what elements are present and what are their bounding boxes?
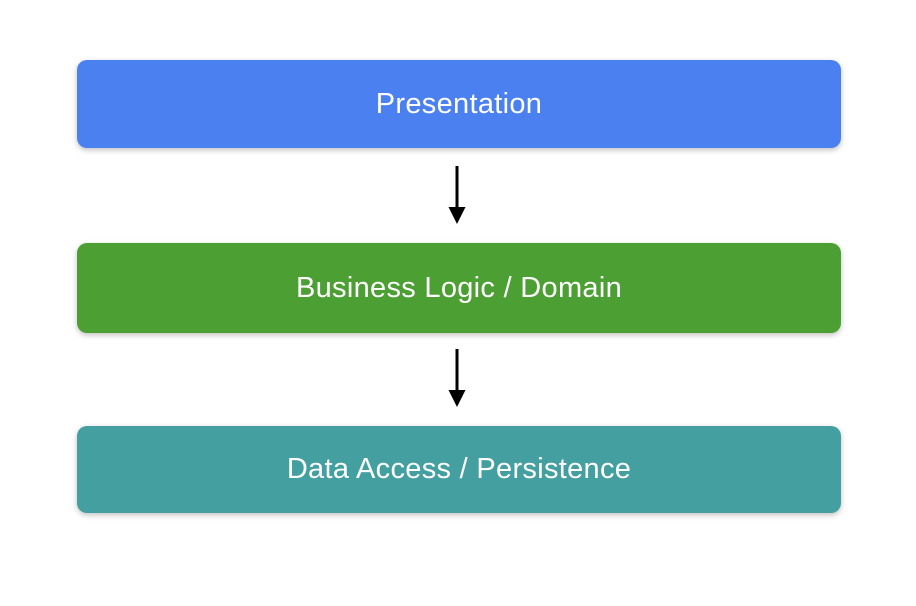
arrow-down-icon bbox=[448, 349, 466, 407]
layer-box-business-logic: Business Logic / Domain bbox=[77, 243, 841, 333]
layer-box-data-access: Data Access / Persistence bbox=[77, 426, 841, 513]
arrow-down-icon bbox=[448, 166, 466, 224]
layer-box-presentation: Presentation bbox=[77, 60, 841, 148]
layer-label-data-access: Data Access / Persistence bbox=[286, 453, 632, 485]
layer-label-business-logic: Business Logic / Domain bbox=[295, 271, 623, 304]
layer-label-presentation: Presentation bbox=[375, 87, 543, 120]
